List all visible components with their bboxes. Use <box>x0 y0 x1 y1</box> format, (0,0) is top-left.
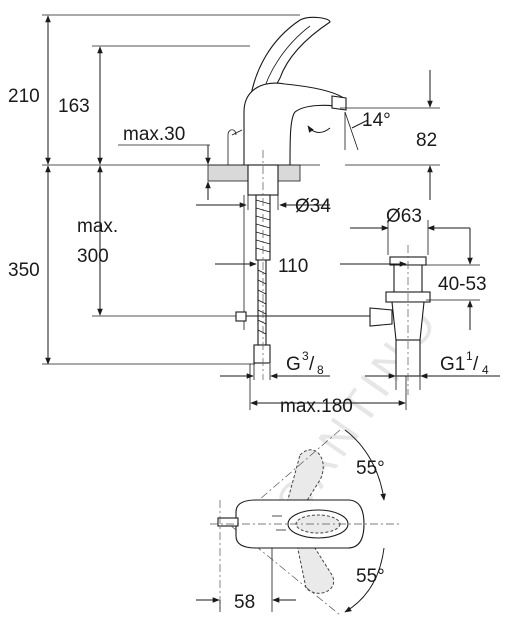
dim-max-label: max. <box>77 216 118 237</box>
dim-drain-diameter: Ø63 <box>386 206 422 227</box>
faucet-top-view <box>210 429 400 616</box>
dim-lever-angle: 14° <box>362 110 391 131</box>
dim-total-height: 210 <box>8 86 40 107</box>
dim-handle-offset: 58 <box>234 592 255 613</box>
dim-under-height: 350 <box>8 260 40 281</box>
waste-thread-num: 1 <box>466 349 473 363</box>
svg-text:/: / <box>309 354 315 375</box>
dim-max-deck: max.30 <box>123 124 185 145</box>
waste-thread-main: G1 <box>440 354 465 375</box>
dim-waste-thread: G1 1 / 4 <box>440 349 489 377</box>
dim-max-width: max.180 <box>280 396 353 417</box>
svg-text:/: / <box>473 354 479 375</box>
dimension-lines <box>42 14 500 410</box>
waste-thread-den: 4 <box>482 363 489 377</box>
dim-spout-height: 163 <box>58 96 90 117</box>
inlet-thread-num: 3 <box>302 349 309 363</box>
dim-angle-bottom: 55° <box>356 566 385 587</box>
dim-angle-top: 55° <box>356 458 385 479</box>
inlet-thread-main: G <box>286 354 301 375</box>
dim-drain-offset: 110 <box>278 256 308 277</box>
dim-drain-range: 40-53 <box>438 274 487 295</box>
dim-hole-diameter: Ø34 <box>295 196 331 217</box>
inlet-thread-den: 8 <box>317 363 324 377</box>
faucet-side-view <box>207 16 431 395</box>
dim-inlet-thread: G 3 / 8 <box>286 349 324 377</box>
dim-max-under: 300 <box>77 246 109 267</box>
top-view-dimensions <box>196 429 386 613</box>
dim-spout-projection: 82 <box>416 130 437 151</box>
deck-right <box>277 164 301 182</box>
deck-left <box>207 164 249 182</box>
